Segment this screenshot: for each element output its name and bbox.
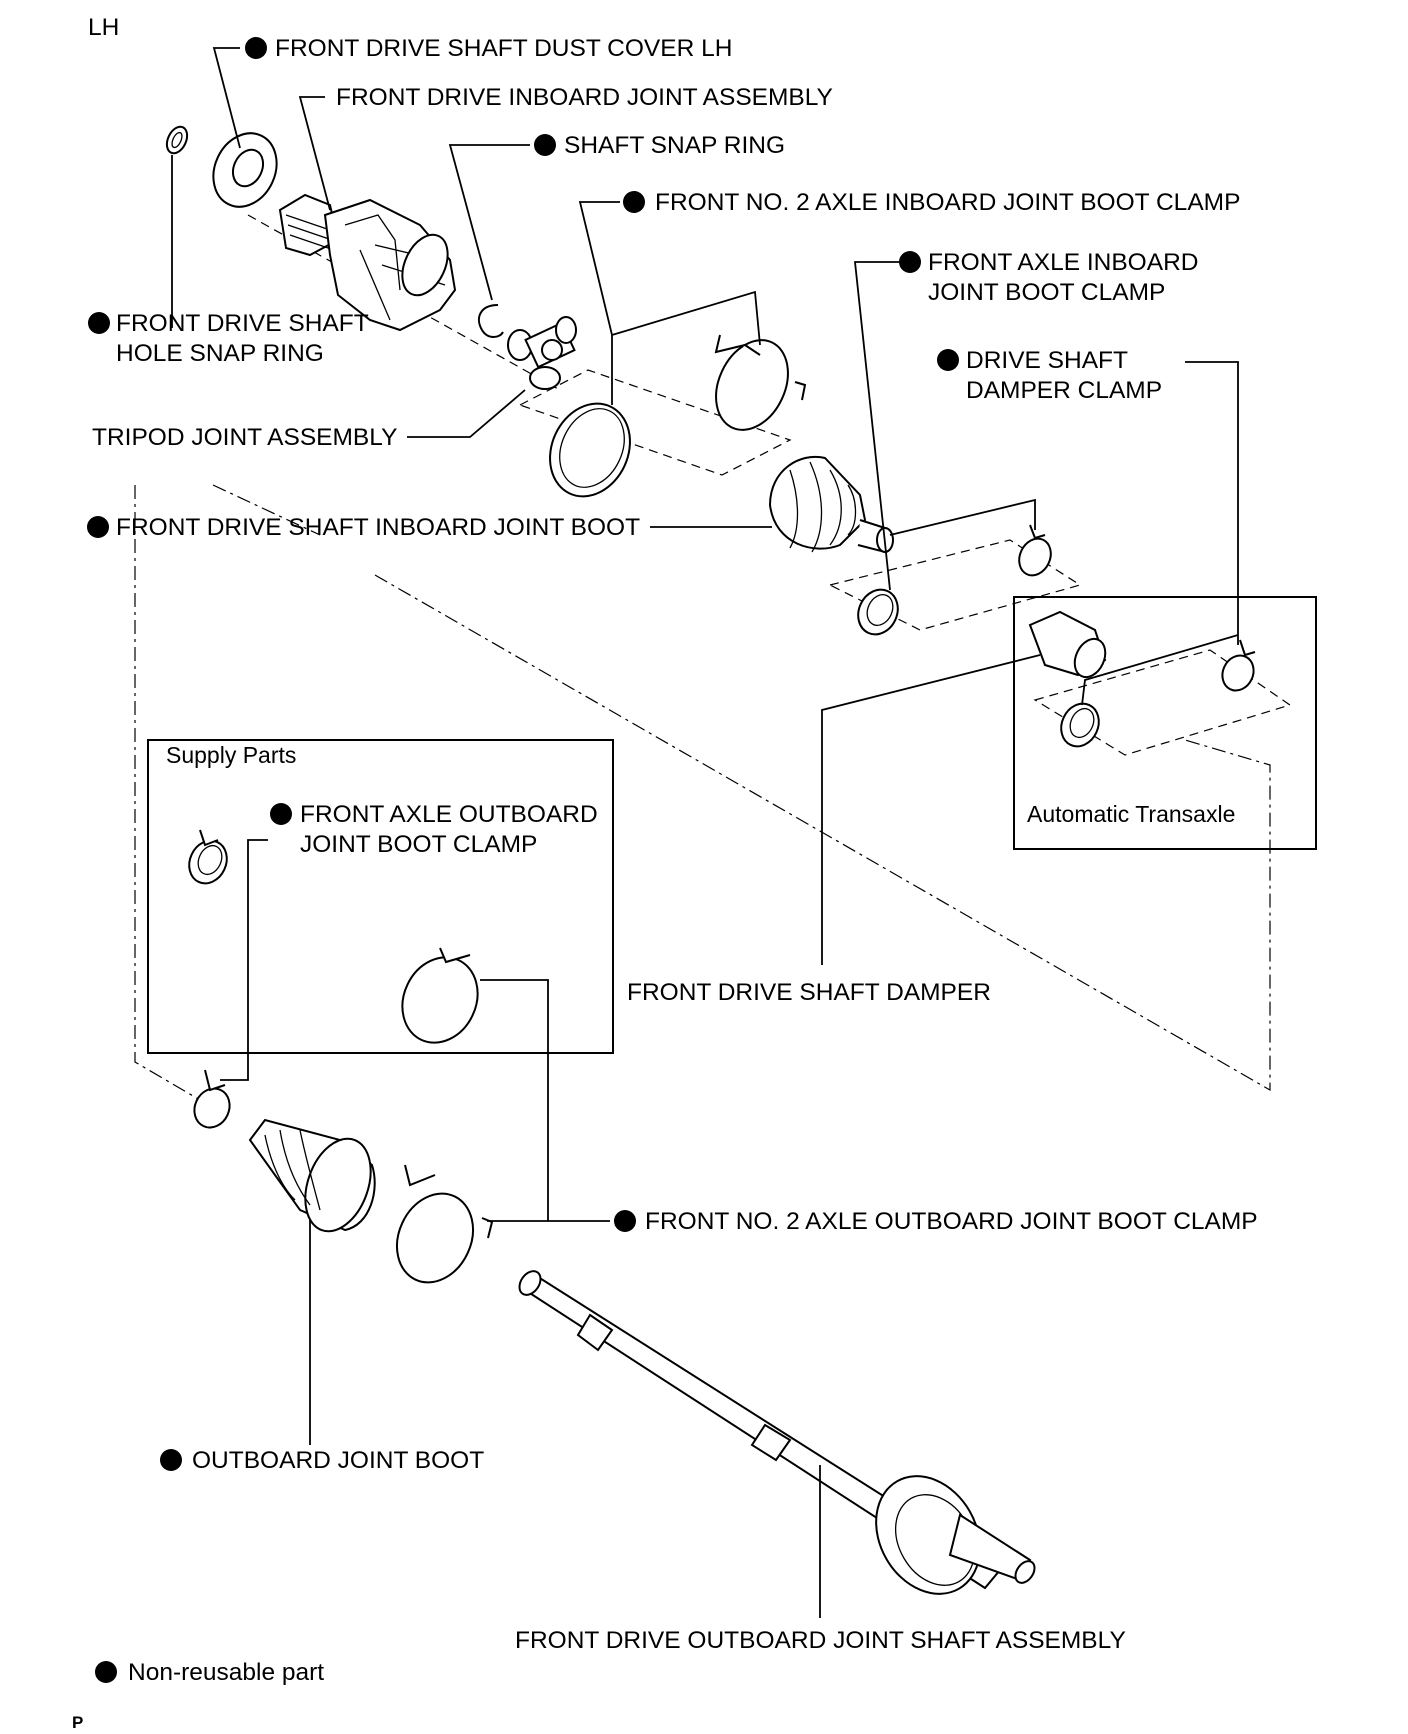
outboard-shaft-part (518, 1270, 1036, 1595)
no2-inboard-clamp-part (549, 334, 807, 498)
corner-label: LH (88, 14, 119, 41)
outboard-small-clamp-part (193, 1069, 231, 1129)
callout-axle-outboard-clamp-line1: FRONT AXLE OUTBOARD (300, 801, 598, 828)
callout-damper-clamp-line1: DRIVE SHAFT (966, 347, 1128, 374)
axle-inboard-clamp-part (857, 588, 899, 636)
inboard-joint-part (278, 193, 457, 332)
callout-shaft-snap-ring: SHAFT SNAP RING (564, 132, 785, 159)
callout-damper: FRONT DRIVE SHAFT DAMPER (627, 979, 991, 1006)
legend-text: Non-reusable part (128, 1659, 324, 1686)
transaxle-parts (1028, 610, 1256, 748)
no2-outboard-clamp-part (396, 1164, 494, 1284)
page-marker: P (72, 1713, 83, 1732)
non-reusable-icon (899, 251, 921, 273)
callout-axle-inboard-clamp-line2: JOINT BOOT CLAMP (928, 279, 1165, 306)
non-reusable-icon (937, 349, 959, 371)
leader-lines (171, 47, 1239, 1618)
supply-parts-drawing (188, 829, 479, 1044)
callout-inboard-joint-assembly: FRONT DRIVE INBOARD JOINT ASSEMBLY (336, 84, 833, 111)
non-reusable-icon (88, 312, 110, 334)
non-reusable-icon (87, 516, 109, 538)
automatic-transaxle-box: Automatic Transaxle (1013, 596, 1317, 850)
shaft-snap-ring-part (478, 304, 504, 338)
legend: Non-reusable part (95, 1659, 324, 1686)
small-clamp-part (1018, 524, 1052, 577)
non-reusable-icon (614, 1210, 636, 1232)
callout-hole-snap-ring-line2: HOLE SNAP RING (116, 340, 324, 367)
non-reusable-icon (245, 37, 267, 59)
automatic-transaxle-title: Automatic Transaxle (1027, 801, 1235, 827)
filled-circle-icon (95, 1661, 117, 1683)
callout-tripod: TRIPOD JOINT ASSEMBLY (92, 424, 397, 451)
supply-parts-title: Supply Parts (166, 742, 296, 768)
callout-dust-cover: FRONT DRIVE SHAFT DUST COVER LH (275, 35, 732, 62)
callout-axle-inboard-clamp-line1: FRONT AXLE INBOARD (928, 249, 1198, 276)
callout-outboard-boot: OUTBOARD JOINT BOOT (192, 1447, 484, 1474)
non-reusable-icon (623, 191, 645, 213)
tripod-joint-part (507, 316, 577, 390)
dust-cover-part (212, 132, 278, 208)
callout-damper-clamp-line2: DAMPER CLAMP (966, 377, 1162, 404)
callout-no2-outboard-clamp: FRONT NO. 2 AXLE OUTBOARD JOINT BOOT CLA… (645, 1208, 1258, 1235)
non-reusable-icon (160, 1449, 182, 1471)
outboard-boot-part (248, 1118, 376, 1233)
callouts: FRONT DRIVE SHAFT DUST COVER LH FRONT DR… (87, 35, 1258, 1654)
hole-snap-ring-part (165, 125, 189, 155)
callout-no2-inboard-clamp: FRONT NO. 2 AXLE INBOARD JOINT BOOT CLAM… (655, 189, 1240, 216)
non-reusable-icon (270, 803, 292, 825)
non-reusable-icon (534, 134, 556, 156)
supply-parts-box: Supply Parts (147, 739, 614, 1054)
inboard-boot-part (768, 455, 894, 554)
callout-axle-outboard-clamp-line2: JOINT BOOT CLAMP (300, 831, 537, 858)
callout-outboard-shaft: FRONT DRIVE OUTBOARD JOINT SHAFT ASSEMBL… (515, 1627, 1126, 1654)
callout-inboard-boot: FRONT DRIVE SHAFT INBOARD JOINT BOOT (116, 514, 640, 541)
callout-hole-snap-ring-line1: FRONT DRIVE SHAFT (116, 310, 369, 337)
